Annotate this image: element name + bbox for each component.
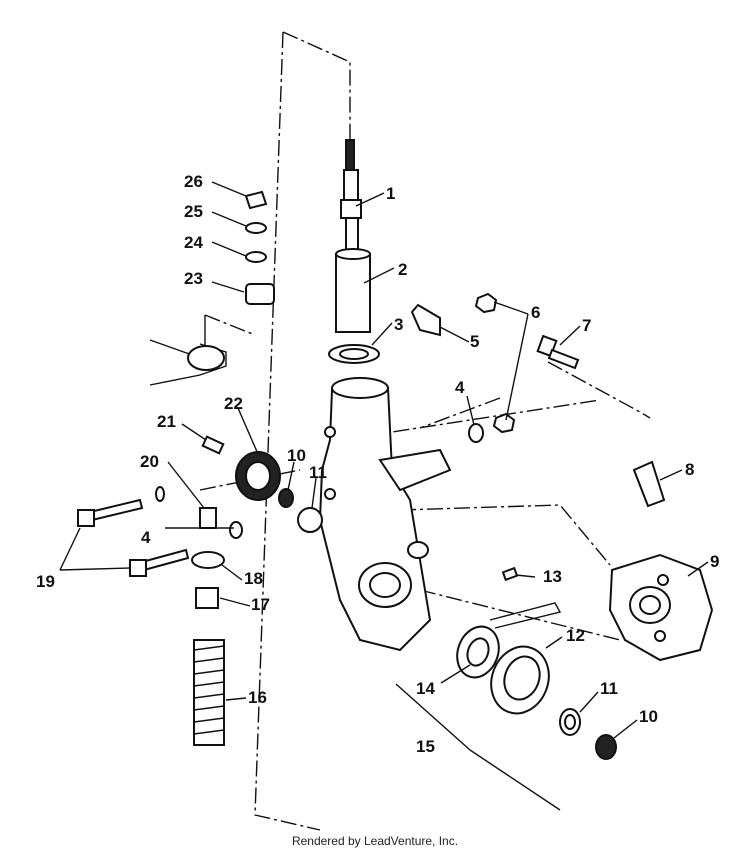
callout-11-right: 11	[600, 679, 618, 698]
part-hex-fitting	[199, 507, 217, 529]
callout-20: 20	[140, 452, 159, 471]
part-strut-housing	[318, 377, 452, 652]
callout-8: 8	[685, 460, 694, 479]
callout-21: 21	[157, 412, 176, 431]
part-bolts-left	[77, 498, 190, 577]
callout-15: 15	[416, 737, 435, 756]
callout-2: 2	[398, 260, 407, 279]
callout-22: 22	[224, 394, 243, 413]
callout-4-left: 4	[141, 528, 151, 547]
part-shaft	[340, 139, 362, 259]
footer-credit: Rendered by LeadVenture, Inc.	[291, 834, 459, 848]
callout-13: 13	[543, 567, 562, 586]
assembly-centerlines	[199, 31, 651, 831]
callout-17: 17	[251, 595, 270, 614]
callout-11-left: 11	[309, 463, 327, 482]
part-washer-25	[245, 222, 267, 234]
part-washer-right	[468, 423, 484, 443]
part-grease-fitting	[201, 435, 225, 455]
callout-18: 18	[244, 569, 263, 588]
callout-10-right: 10	[639, 707, 658, 726]
part-small-bearing-right-hole	[564, 714, 576, 730]
part-frame-boss	[187, 345, 225, 371]
part-small-bearing-left	[297, 507, 323, 533]
part-sensor	[489, 566, 562, 629]
callout-14: 14	[416, 679, 435, 698]
part-castle-nut-left	[278, 488, 294, 508]
part-wedge	[632, 460, 666, 508]
callout-26: 26	[184, 172, 203, 191]
callout-25: 25	[184, 202, 203, 221]
part-bushing	[245, 283, 275, 305]
part-bracket	[410, 303, 441, 337]
part-spring	[193, 639, 225, 746]
part-washer-left-upper	[155, 486, 165, 502]
part-flat-washer	[191, 551, 225, 569]
leader-lines	[59, 181, 709, 811]
callout-23: 23	[184, 269, 203, 288]
part-hub-seal-hole	[245, 461, 271, 491]
part-sleeve	[335, 248, 371, 333]
part-bolt-right	[536, 334, 580, 370]
part-washer-left-lower	[229, 521, 243, 539]
part-seal-hole	[466, 637, 490, 667]
callout-24: 24	[184, 233, 203, 252]
callout-4-right: 4	[455, 378, 465, 397]
callout-1: 1	[386, 184, 395, 203]
callout-3: 3	[394, 315, 403, 334]
part-washer-ring-hole	[339, 348, 369, 360]
callout-9: 9	[710, 552, 719, 571]
part-nut-26	[244, 190, 268, 210]
part-castle-nut-right	[595, 734, 617, 760]
callout-16: 16	[248, 688, 267, 707]
callout-12: 12	[566, 626, 585, 645]
callout-19: 19	[36, 572, 55, 591]
part-lock-nut	[195, 587, 219, 609]
part-caliper	[608, 553, 714, 662]
callout-5: 5	[470, 332, 479, 351]
callout-10-left: 10	[287, 446, 306, 465]
part-bearing-hole	[503, 655, 541, 701]
part-nut-lower	[492, 412, 516, 434]
callout-6: 6	[531, 303, 540, 322]
part-nut-upper	[474, 292, 498, 314]
part-washer-24	[245, 251, 267, 263]
callout-7: 7	[582, 316, 591, 335]
